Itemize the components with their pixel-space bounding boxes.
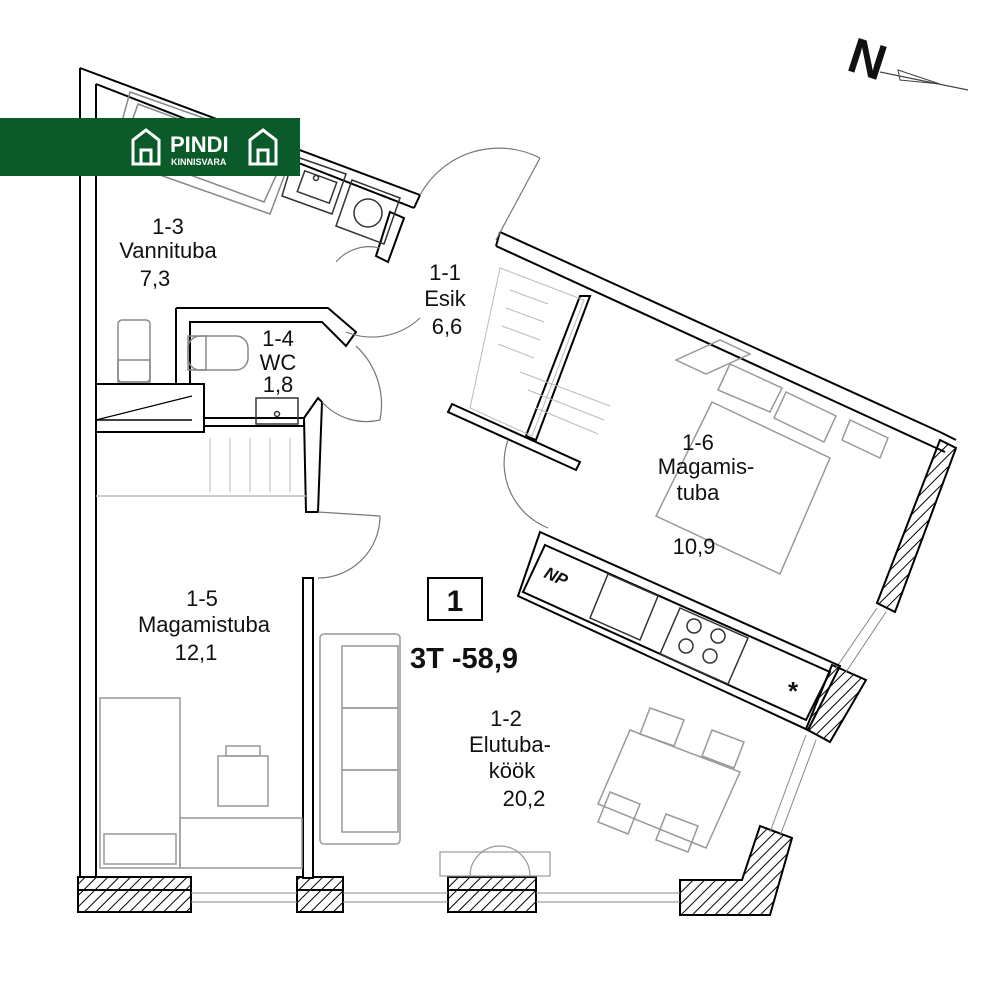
interior-walls [95, 210, 592, 879]
wc-toilet-icon [187, 335, 249, 371]
sofa-icon [319, 633, 401, 845]
kitchen-sink-icon [589, 573, 659, 641]
brand-name: PINDI [170, 132, 229, 157]
room-area: 6,6 [432, 314, 463, 339]
room-area: 10,9 [673, 534, 716, 559]
brand-subtitle: KINNISVARA [171, 157, 227, 167]
desk-icon [179, 745, 303, 869]
house-icon [248, 128, 278, 166]
room-1-2-label: 1-2 Elutuba- köök 20,2 [469, 706, 551, 811]
apartment-number: 1 [447, 585, 464, 618]
room-1-3-label: 1-3 Vannituba 7,3 [119, 214, 217, 291]
apartment-number-box: 1 [427, 577, 483, 621]
wardrobe-icon [209, 267, 611, 492]
room-area: 7,3 [140, 266, 171, 291]
window-bench-icon [439, 845, 551, 877]
compass-letter: N [842, 27, 894, 91]
room-id: 1-2 [490, 706, 522, 731]
house-icon [131, 128, 161, 166]
room-name-line1: Magamis- [658, 454, 755, 479]
insulated-wall-east [679, 438, 958, 916]
door-swings [317, 147, 549, 579]
room-id: 1-3 [152, 214, 184, 239]
room-name-line2: tuba [677, 480, 721, 505]
insulated-wall-south [77, 876, 537, 913]
room-area: 1,8 [263, 372, 294, 397]
room-name: WC [260, 350, 297, 375]
apartment-type-area: 3T -58,9 [410, 643, 518, 675]
room-1-1-label: 1-1 Esik 6,6 [424, 260, 467, 339]
np-label: NP [541, 563, 571, 590]
room-name: Magamistuba [138, 612, 271, 637]
star-label: * [788, 676, 799, 706]
dining-table-icon [597, 707, 745, 853]
room-id: 1-5 [186, 586, 218, 611]
single-bed-icon [99, 697, 181, 869]
toilet-icon [117, 319, 151, 383]
wc-sink-icon [255, 397, 299, 425]
kitchen-counter [516, 530, 842, 732]
room-name-line1: Elutuba- [469, 732, 551, 757]
room-1-4-label: 1-4 WC 1,8 [260, 326, 297, 397]
north-arrow-icon: N [842, 27, 969, 91]
room-1-6-label: 1-6 Magamis- tuba 10,9 [658, 430, 755, 559]
sink-icon [281, 155, 347, 215]
room-1-5-label: 1-5 Magamistuba 12,1 [138, 586, 271, 665]
double-bed-icon [654, 339, 889, 576]
room-name-line2: köök [489, 758, 536, 783]
room-id: 1-1 [429, 260, 461, 285]
windows [191, 607, 887, 903]
brand-banner: PINDI KINNISVARA [0, 118, 300, 176]
room-area: 12,1 [175, 640, 218, 665]
room-id: 1-6 [682, 430, 714, 455]
washing-machine-icon [335, 179, 401, 245]
room-id: 1-4 [262, 326, 294, 351]
room-name: Vannituba [119, 238, 217, 263]
room-name: Esik [424, 286, 467, 311]
brand-background [0, 118, 300, 176]
stove-icon [659, 607, 749, 685]
room-area: 20,2 [503, 786, 546, 811]
